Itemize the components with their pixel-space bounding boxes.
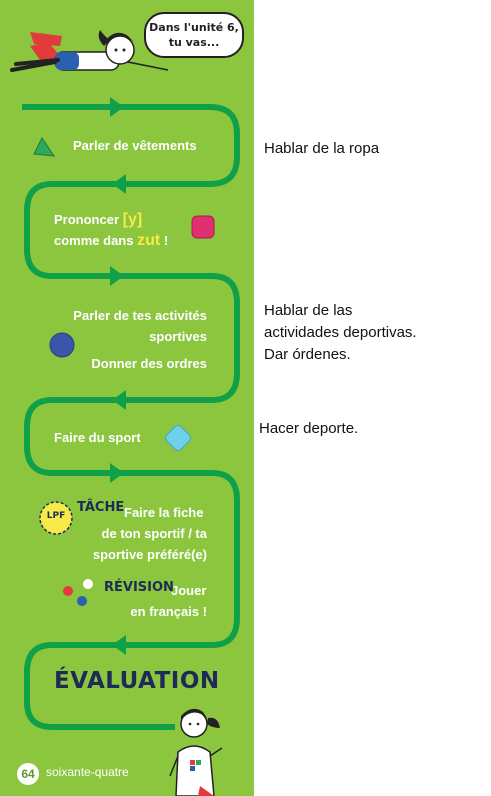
prononcer-end: ! [163,233,169,248]
tache-line3: sportive préféré(e) [92,547,207,562]
tache-line2: de ton sportif / ta [101,526,207,541]
item-ordres: Donner des ordres [91,356,207,371]
arrow-left-icon [112,174,126,194]
arrow-right-icon [110,463,124,483]
square-marker-icon [191,215,215,239]
item-activites-line2: sportives [149,329,207,344]
item-sport: Faire du sport [54,430,141,445]
prononcer-text: Prononcer [54,212,120,227]
arrow-left-icon [112,635,126,655]
tache-label: TÂCHE [77,500,125,515]
translation-ordenes: Dar órdenes. [264,346,351,363]
arrow-right-icon [110,97,124,117]
dot-marker-icon [63,586,73,596]
evaluation-title: ÉVALUATION [54,668,220,694]
page-number-words: soixante-quatre [46,765,129,779]
item-prononcer-line1: Prononcer [y] [54,210,142,230]
route-path [10,30,240,796]
revision-line2: en français ! [130,604,207,619]
dot-marker-icon [83,579,93,589]
translation-ropa: Hablar de la ropa [264,140,380,157]
revision-line1: Jouer [171,583,207,598]
lpf-badge-icon [39,501,73,535]
tache-line1: Faire la fiche [124,505,204,520]
item-vetements: Parler de vêtements [73,138,197,153]
speech-bubble: Dans l'unité 6, tu vas... [144,12,244,58]
prononcer-text-2: comme dans [54,233,134,248]
translation-actividades-1: Hablar de las [264,302,353,319]
prononcer-sound: [y] [122,211,143,228]
diamond-marker-icon [165,425,191,451]
item-prononcer-line2: comme dans zut ! [54,231,168,251]
lesson-overview-panel: Dans l'unité 6, tu vas... Parler de vête… [0,0,254,796]
prononcer-word: zut [137,232,161,249]
page-number: 64 [17,763,39,785]
standing-girl-illustration [169,708,223,796]
translation-deporte: Hacer deporte. [259,420,359,437]
lpf-badge-label: LPF [46,511,66,521]
triangle-marker-icon [33,137,56,157]
dot-marker-icon [77,596,87,606]
bubble-line-2: tu vas... [168,36,220,49]
item-activites-line1: Parler de tes activités [73,308,207,323]
bubble-line-1: Dans l'unité 6, [149,21,239,34]
arrow-right-icon [110,266,124,286]
revision-label: RÉVISION [104,580,174,595]
translation-actividades-2: actividades deportivas. [264,324,417,341]
circle-marker-icon [49,332,75,358]
flying-girl-illustration [10,30,169,72]
arrow-left-icon [112,390,126,410]
